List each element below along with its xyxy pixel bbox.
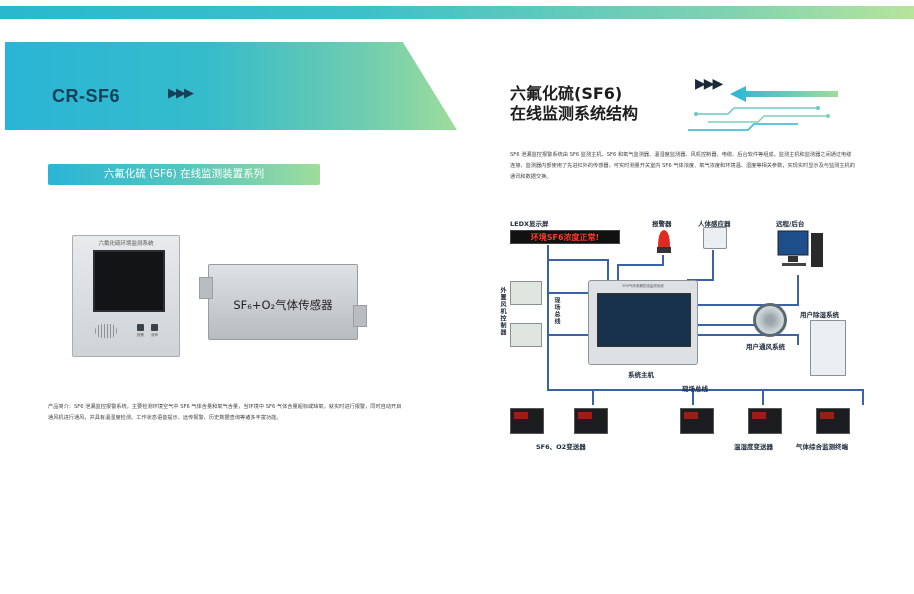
mute-button-label: 消声 [151,333,158,337]
field-bus-label: 现场总线 [682,385,708,393]
speaker-grille [95,324,117,338]
system-heading-line2: 在线监测系统结构 [510,104,639,123]
led-display: 环境SF6浓度正常! [510,230,620,244]
arrows-right-icon: ▶▶▶ [695,76,723,92]
ventilation-label: 用户通风系统 [746,343,785,351]
system-host-device: SF6气体泄漏在线监测系统 [588,280,698,365]
arrows-left-icon: ▶▶▶ [168,86,194,101]
system-diagram: LEDX显示屏 环境SF6浓度正常! 报警器 人体感应器 远程/后台 SF6气体… [498,205,908,455]
fan-controller-device-2 [510,323,542,347]
model-banner [5,42,457,130]
host-screen [597,293,691,347]
terminal-device-2 [816,408,850,434]
top-gradient-bar [0,6,914,19]
mounting-ear-right [353,305,367,327]
gas-sensor-device: SF₆+O₂气体传感器 [199,264,367,340]
led-label: LEDX显示屏 [510,220,549,228]
sensor-label: SF₆+O₂气体传感器 [233,298,333,312]
field-bus-vertical-label: 现场总线 [553,297,560,325]
series-title: 六氟化硫 (SF6) 在线监测装置系列 [48,164,320,185]
computer-icon [777,230,823,267]
alarm-button-icon [137,324,144,331]
circuit-arrow-icon [688,86,838,131]
alarm-button-label: 报警 [137,333,144,337]
host-screen-title: SF6气体泄漏在线监测系统 [622,284,664,288]
fan-controller-device-1 [510,281,542,305]
body-sensor-label: 人体感应器 [698,220,731,228]
temp-hum-transmitter [748,408,782,434]
dehumidifier-label: 用户除湿系统 [800,311,839,319]
model-title: CR-SF6 [52,86,121,106]
host-label: 系统主机 [628,371,654,379]
system-intro: SF6 泄漏监控报警系统由 SF6 监测主机、SF6 和氧气监测器、温湿度监测器… [510,152,855,180]
sf6-o2-label: SF6、O2变送器 [536,443,586,451]
terminal-label: 气体综合监测终端 [796,443,848,451]
dehumidifier-icon [810,320,846,376]
mounting-ear-left [199,277,213,299]
fan-icon [753,303,787,337]
mute-button-icon [151,324,158,331]
sf6-o2-transmitter-1 [510,408,544,434]
alarm-beacon-icon [657,230,671,253]
remote-label: 远程/后台 [776,220,805,228]
product-description: 产品简介：SF6 泄漏监控报警系统，主要检测环境空气中 SF6 气体含量和氧气含… [48,404,402,421]
panel-label: 六氟化硫环境监测系统 [98,241,154,247]
panel-screen [93,250,165,312]
body-sensor-icon [703,227,727,249]
sf6-o2-transmitter-2 [574,408,608,434]
monitor-panel-device: 六氟化硫环境监测系统 报警 消声 [72,235,180,357]
terminal-device-1 [680,408,714,434]
alarm-label: 报警器 [652,220,672,228]
system-heading-line1: 六氟化硫(SF6) [510,84,623,103]
temp-hum-label: 温湿度变送器 [734,443,773,451]
fan-controller-label: 外置风机控制器 [499,287,506,336]
